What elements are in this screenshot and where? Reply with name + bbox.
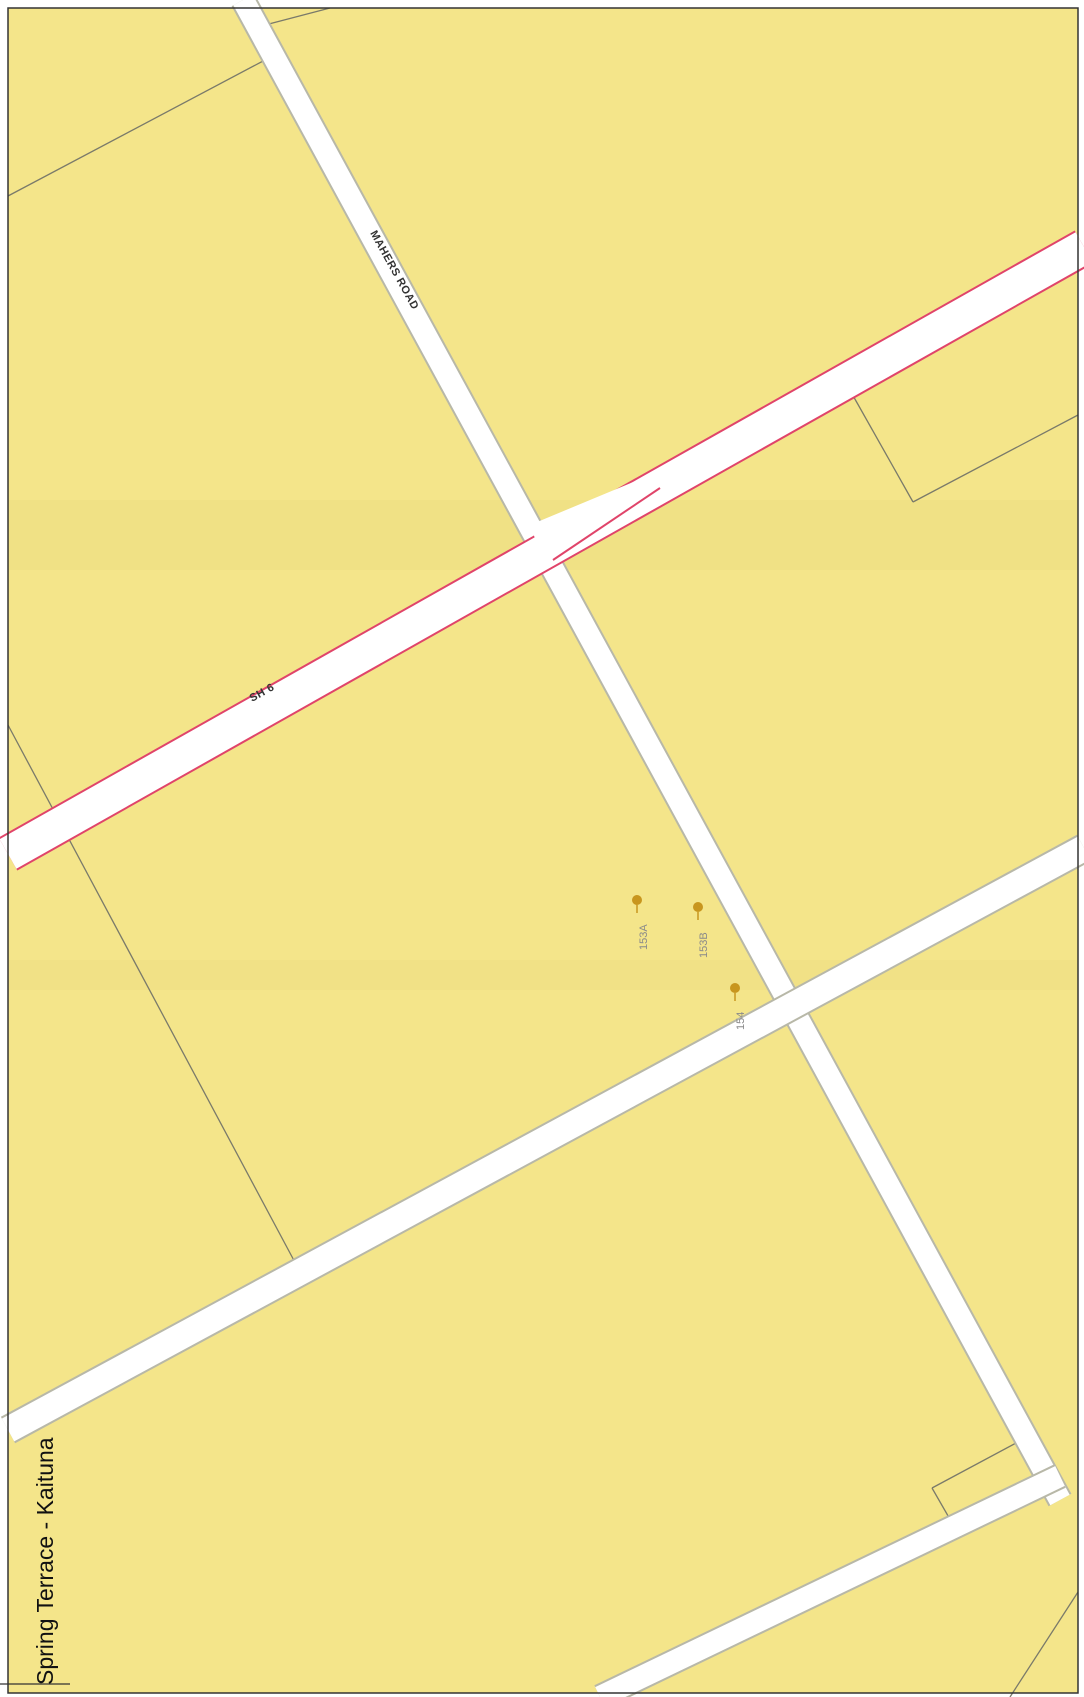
pin-icon	[632, 895, 642, 905]
junction-area	[530, 475, 660, 565]
map-title: Spring Terrace - Kaituna	[32, 1437, 58, 1685]
map-border	[7, 7, 1079, 1694]
junction-kerb	[552, 487, 661, 561]
address-label-153a: 153A	[638, 924, 650, 950]
pin-icon	[730, 983, 740, 993]
address-marker-154[interactable]	[730, 983, 740, 1001]
scan-band	[8, 960, 1078, 990]
land-area	[8, 8, 1078, 1693]
address-label-154: 154	[735, 1012, 747, 1030]
pin-icon	[693, 902, 703, 912]
address-label-153b: 153B	[698, 932, 710, 958]
address-marker-153a[interactable]	[632, 895, 642, 913]
mahers-road[interactable]	[231, 0, 1072, 1507]
address-marker-153b[interactable]	[693, 902, 703, 920]
bottom-right-road[interactable]	[594, 1464, 1066, 1697]
lower-road[interactable]	[0, 834, 1084, 1444]
